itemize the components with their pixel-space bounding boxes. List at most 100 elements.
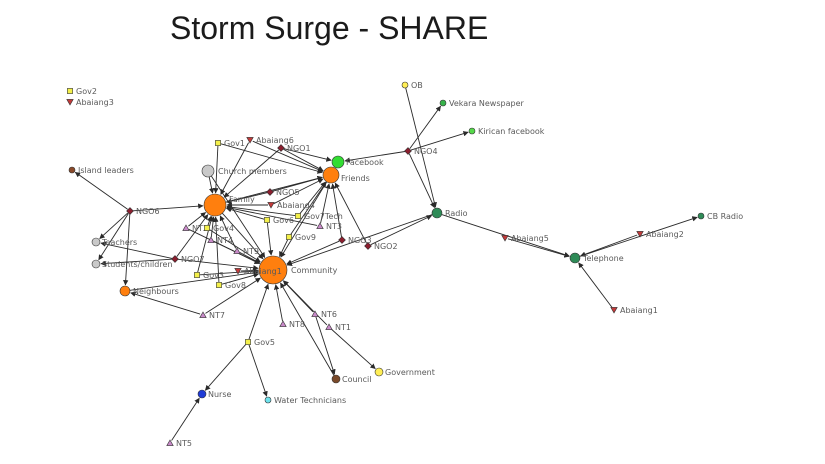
node-label-telephone: Telephone — [582, 254, 624, 263]
node-nt2: NT2 — [182, 224, 208, 233]
edge-ngo6-neighbours — [123, 213, 131, 286]
node-marker-abaiang6 — [246, 137, 254, 144]
edge-ngo2-friends — [334, 182, 367, 244]
node-label-council: Council — [342, 375, 371, 384]
node-label-church: Church members — [218, 167, 287, 176]
edge-abaiang6-family — [220, 142, 249, 195]
edge-ngo1-friends — [283, 149, 324, 172]
node-marker-ngo6 — [126, 207, 134, 215]
node-marker-nt6 — [311, 310, 319, 317]
node-gov9: Gov9 — [286, 233, 316, 242]
node-label-community: Community — [291, 266, 338, 275]
node-gov1: Gov1 — [215, 139, 245, 148]
edge-nt6-council — [315, 316, 336, 375]
node-label-vekara: Vekara Newspaper — [449, 99, 525, 108]
node-label-gov9: Gov9 — [295, 233, 316, 242]
node-marker-gov1 — [215, 140, 221, 146]
node-water: Water Technicians — [264, 396, 346, 405]
node-label-facebook: Facebook — [346, 158, 384, 167]
edge-ngo6-teachers — [99, 212, 129, 239]
node-abaiang5: Abaiang5 — [501, 234, 549, 243]
node-label-abaiang4: Abaiang4 — [277, 201, 315, 210]
node-marker-friends — [322, 166, 340, 184]
edge-nt8-community — [273, 284, 283, 322]
node-marker-gov7 — [295, 213, 301, 219]
node-marker-telephone — [569, 252, 581, 264]
node-label-gov6: Gov6 — [273, 216, 294, 225]
node-marker-gov9 — [286, 234, 292, 240]
edge-gov5-nurse — [204, 343, 247, 391]
edge-ngo7-family — [176, 214, 209, 257]
edge-ob-radio — [405, 87, 437, 208]
node-marker-facebook — [331, 155, 345, 169]
edge-abaiang2-telephone — [580, 234, 638, 257]
edge-abaiang1-telephone — [578, 262, 613, 308]
node-nt3: NT3 — [316, 222, 342, 231]
node-nt7: NT7 — [199, 311, 225, 320]
node-marker-council — [331, 374, 341, 384]
node-marker-radio — [431, 207, 443, 219]
node-label-gov2: Gov2 — [76, 87, 97, 96]
node-label-nt7: NT7 — [209, 311, 225, 320]
node-marker-abaiang5 — [501, 235, 509, 242]
edge-ngo4-facebook — [344, 151, 406, 163]
node-marker-abaiang1 — [610, 307, 618, 314]
edge-gov5-water — [248, 344, 268, 397]
node-label-ngo5: NGO5 — [276, 188, 300, 197]
node-students: Students/children — [91, 259, 172, 269]
node-council: Council — [331, 374, 371, 384]
node-label-nt2: NT2 — [192, 224, 208, 233]
edge-ngo2-radio — [370, 215, 433, 246]
node-marker-nt5 — [166, 439, 174, 446]
edge-ngo6-islandleaders — [74, 171, 128, 210]
node-label-kirican: Kirican facebook — [478, 127, 545, 136]
node-label-abaiang6: Abaiang6 — [256, 136, 294, 145]
edge-ngo4-radio — [408, 153, 435, 209]
node-friends: Friends — [322, 166, 370, 184]
edge-friends-community — [280, 181, 328, 258]
edge-church-family — [208, 176, 215, 194]
node-nurse: Nurse — [197, 389, 232, 399]
node-marker-abaiang1b — [234, 268, 242, 275]
node-facebook: Facebook — [331, 155, 384, 169]
node-label-gov7: Gov7Tech — [304, 212, 343, 221]
node-ngo4: NGO4 — [404, 147, 438, 156]
node-government: Government — [374, 367, 435, 377]
node-label-gov5: Gov5 — [254, 338, 275, 347]
node-teachers: Teachers — [91, 237, 137, 247]
node-marker-neighbours — [119, 285, 131, 297]
node-abaiang6: Abaiang6 — [246, 136, 294, 145]
edge-neighbours-community — [129, 270, 259, 291]
edge-layer — [74, 87, 698, 441]
node-ob: OB — [401, 81, 423, 90]
edge-gov8-community — [221, 272, 260, 285]
edge-radio-community — [286, 214, 433, 267]
node-marker-teachers — [91, 237, 101, 247]
edge-ngo4-kirican — [410, 131, 469, 151]
node-label-abaiang1b: Abaiang1 — [244, 267, 282, 276]
node-marker-gov2 — [67, 88, 73, 94]
node-label-nurse: Nurse — [208, 390, 232, 399]
node-marker-students — [91, 259, 101, 269]
edge-ngo7-students — [100, 258, 173, 267]
edge-ngo3-friends — [330, 183, 342, 238]
node-church: Church members — [201, 164, 287, 178]
node-label-ngo1: NGO1 — [287, 144, 311, 153]
edge-gov6-family — [225, 207, 265, 220]
edge-nt9-community — [239, 252, 261, 264]
node-abaiang1b: Abaiang1 — [234, 267, 282, 276]
edge-council-community — [280, 282, 335, 376]
node-label-ngo2: NGO2 — [374, 242, 398, 251]
node-marker-ngo1 — [277, 144, 285, 152]
node-marker-nt8 — [279, 320, 287, 327]
edge-ngo3-community — [286, 240, 340, 265]
node-nt5: NT5 — [166, 439, 192, 448]
node-marker-ngo7 — [171, 255, 179, 263]
node-label-ngo7: NGO7 — [181, 255, 205, 264]
node-gov5: Gov5 — [245, 338, 275, 347]
edge-gov6-community — [266, 222, 274, 256]
node-label-ngo4: NGO4 — [414, 147, 438, 156]
node-kirican: Kirican facebook — [468, 127, 545, 136]
edge-abaiang5-telephone — [507, 238, 570, 258]
node-abaiang3: Abaiang3 — [66, 98, 114, 107]
